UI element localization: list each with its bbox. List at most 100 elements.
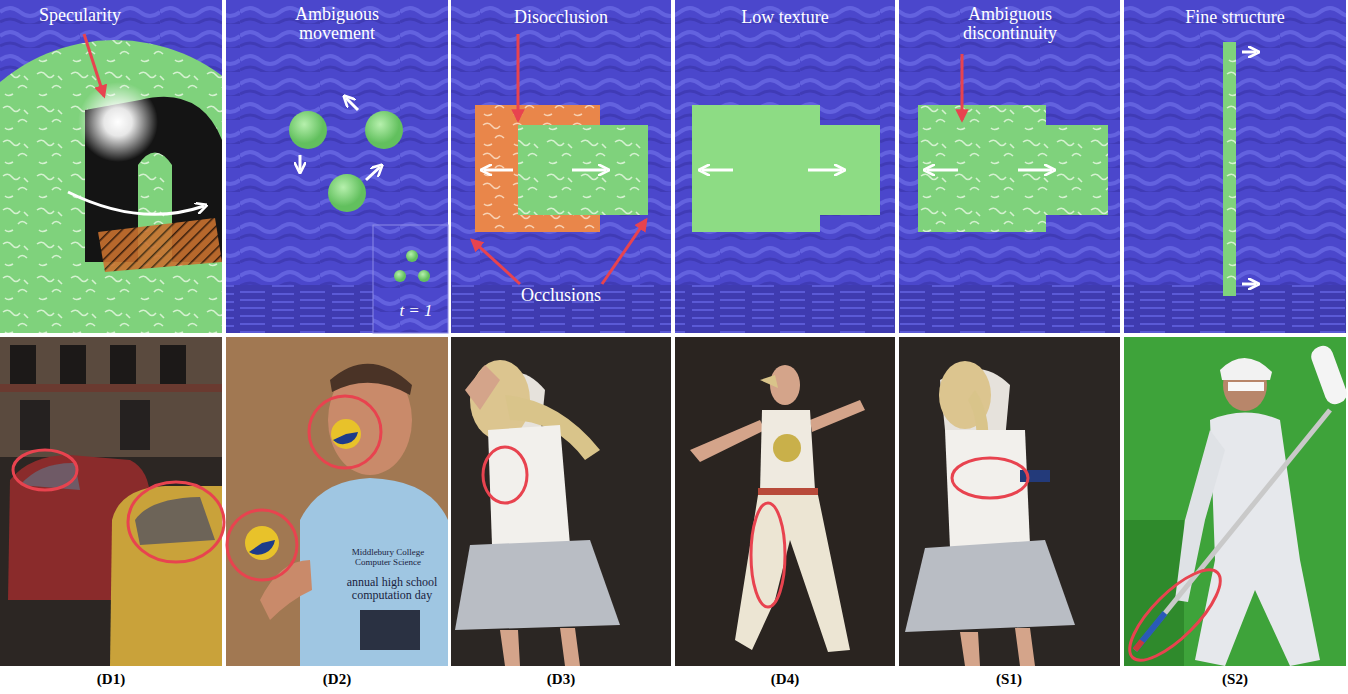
moving-balls-part (346, 98, 358, 110)
textured-shape (918, 105, 1108, 232)
problem-title: Disocclusion (491, 8, 631, 27)
time-label: t = 1 (386, 302, 446, 320)
plain-shape-part (702, 169, 733, 172)
thin-bar-part (1242, 283, 1256, 286)
dancer-photo-part (488, 425, 570, 545)
problem-title: Fine structure (1160, 8, 1310, 27)
plain-shape-part (808, 169, 842, 172)
juggler-photo-part (331, 419, 361, 449)
painter-photo-part (1135, 410, 1330, 650)
moving-balls-part (328, 174, 366, 212)
dancer-photo-part (451, 337, 671, 666)
juggler-photo-part (249, 540, 275, 555)
painter-photo-part (1135, 641, 1142, 650)
panel-id: (D4) (745, 671, 825, 687)
problem-title: Specularity (15, 6, 145, 25)
moving-balls-part (365, 111, 403, 149)
juggler-photo-part (330, 364, 412, 395)
dancer-photo-part (465, 365, 500, 410)
textured-shape-part (927, 169, 958, 172)
problem-title: Ambiguous movement (282, 5, 392, 44)
street-photo-part (0, 384, 222, 392)
dancer-photo (899, 337, 1120, 666)
panel-backgrounds-part (899, 0, 1120, 333)
panel-id: (S2) (1195, 671, 1275, 687)
dancer-photo-part (960, 628, 1035, 666)
textured-shape-part (918, 105, 1108, 232)
dancer-photo-part (483, 447, 527, 503)
street-photo-part (13, 450, 77, 490)
street-photo-part (135, 497, 215, 545)
problem-title: Ambiguous discontinuity (945, 5, 1075, 44)
dancer-photo-part (760, 375, 778, 388)
moving-balls-part (289, 111, 327, 149)
panel-id: (D2) (297, 671, 377, 687)
dancer-photo-part (945, 430, 1030, 548)
specular-sphere-part (0, 40, 222, 333)
thin-bar-part (1242, 51, 1256, 54)
painter-photo-part (1308, 343, 1348, 407)
specular-sphere-part (68, 192, 204, 214)
painter-photo-part (1124, 337, 1346, 666)
street-photo-part (120, 400, 150, 450)
plain-shape (692, 105, 880, 232)
moving-balls-part (373, 225, 448, 333)
street-photo-part (110, 345, 136, 385)
painter-photo-part (1220, 358, 1272, 380)
panel-backgrounds-part (675, 0, 895, 333)
street-photo (0, 337, 224, 666)
moving-balls-part (299, 155, 302, 170)
panel-backgrounds-part (675, 285, 895, 333)
juggler-photo-part (300, 478, 448, 666)
dancer-photo-part (675, 337, 895, 666)
painter-photo-part (1175, 430, 1225, 602)
juggler-photo-part (227, 510, 297, 580)
painter-photo-part (1228, 382, 1264, 391)
moving-balls-part (394, 270, 406, 282)
dancer-photo (675, 337, 895, 666)
panel-id: (S1) (969, 671, 1049, 687)
dancer-photo-part (500, 628, 580, 666)
textured-shape-part (1018, 169, 1052, 172)
specular-sphere-part (98, 218, 222, 272)
shirt-text: annual high school computation day (342, 576, 442, 602)
street-photo-part (0, 337, 222, 457)
red-arrow (472, 240, 520, 284)
panel-backgrounds-part (451, 0, 671, 333)
problem-title: Low texture (715, 8, 855, 27)
dancer-photo-part (952, 458, 1028, 498)
dancer-photo-part (758, 488, 818, 495)
specular-sphere-part (78, 82, 158, 162)
occlusion-squares-part (518, 125, 648, 215)
moving-balls (289, 98, 448, 333)
red-arrow (602, 220, 646, 284)
dancer-photo-part (773, 434, 801, 462)
street-photo-part (10, 345, 36, 385)
painter-photo-part (1135, 613, 1165, 650)
red-arrow (961, 54, 964, 120)
juggler-photo-part (245, 526, 279, 560)
juggler-photo (226, 337, 448, 666)
dancer-photo-part (760, 410, 815, 492)
plain-shape-part (692, 105, 880, 232)
street-photo-part (128, 482, 224, 562)
dancer-photo-part (735, 495, 850, 652)
panel-backgrounds-part (451, 285, 671, 333)
shirt-text: Middlebury College Computer Science (340, 548, 436, 567)
street-photo-part (0, 337, 222, 666)
panel-id: (D1) (71, 671, 151, 687)
moving-balls-part (406, 250, 418, 262)
dancer-photo-part (899, 337, 1120, 666)
occlusion-squares (475, 105, 648, 232)
thin-bar-part (1223, 42, 1236, 296)
dancer-photo (451, 337, 671, 666)
specular-sphere (0, 40, 222, 333)
panel-backgrounds-part (226, 0, 448, 333)
occlusion-squares-part (572, 169, 606, 172)
juggler-photo-part (226, 337, 448, 666)
red-arrow (84, 34, 104, 96)
panel-backgrounds-part (899, 285, 1120, 333)
moving-balls-part (366, 167, 380, 180)
